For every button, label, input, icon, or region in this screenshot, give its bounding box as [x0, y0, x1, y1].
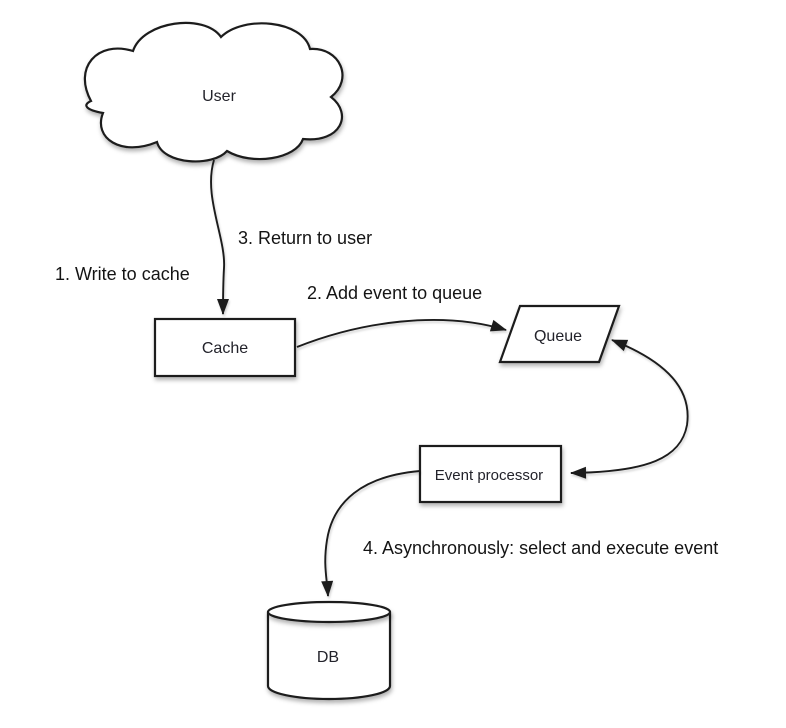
db-node: DB — [266, 600, 392, 701]
edge-queue-event-processor-bidirectional — [570, 339, 689, 479]
edge-event-processor-to-db — [321, 470, 421, 597]
event-processor-node-label: Event processor — [435, 467, 543, 484]
user-cloud-node: User — [83, 21, 344, 163]
annotation-step-3: 3. Return to user — [238, 228, 372, 248]
event-processor-node: Event processor — [418, 444, 563, 504]
db-cylinder-top — [266, 600, 392, 624]
annotation-step-4: 4. Asynchronously: select and execute ev… — [363, 538, 718, 558]
cloud-shape — [83, 21, 344, 163]
db-cylinder-body — [266, 612, 392, 701]
annotation-step-1: 1. Write to cache — [55, 264, 190, 284]
event-processor-rect — [418, 444, 563, 504]
user-node-label: User — [202, 88, 236, 105]
edge-user-to-cache — [210, 159, 230, 315]
db-node-label: DB — [317, 649, 339, 666]
cache-node-label: Cache — [202, 340, 248, 357]
cache-rect — [153, 317, 297, 378]
queue-node: Queue — [498, 304, 621, 364]
annotation-step-2: 2. Add event to queue — [307, 283, 482, 303]
cache-node: Cache — [153, 317, 297, 378]
queue-node-label: Queue — [534, 328, 582, 345]
edge-cache-to-queue — [296, 319, 507, 348]
